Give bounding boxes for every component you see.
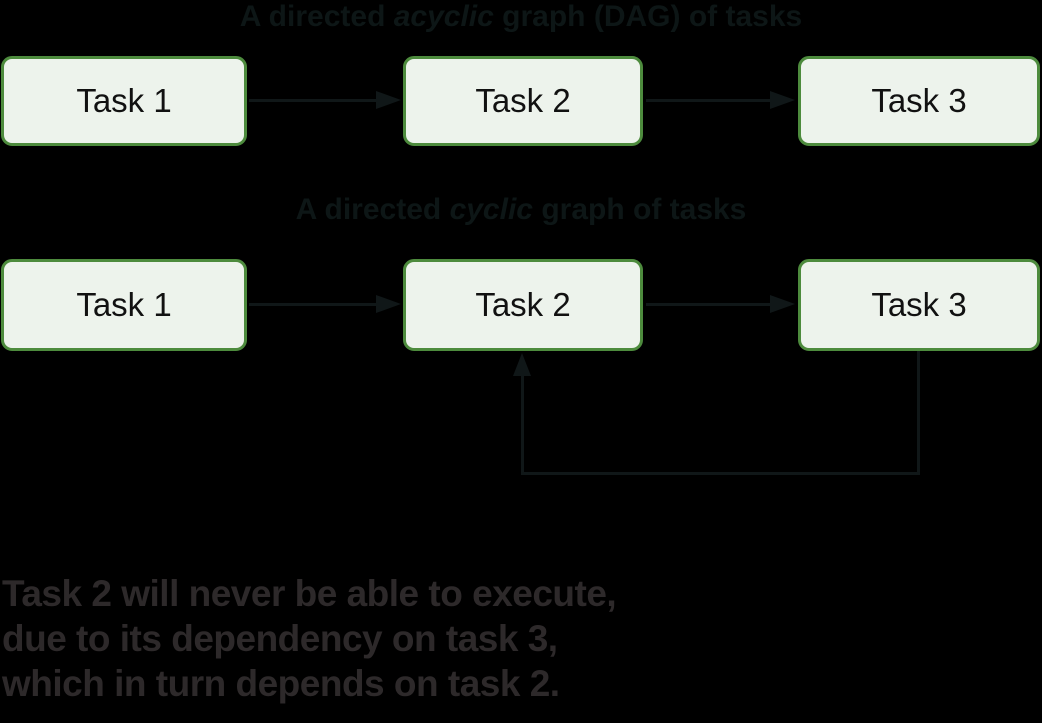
cyclic-task2-node: Task 2 [403, 259, 643, 351]
cyclic-task1-label: Task 1 [76, 286, 172, 323]
cyclic-title-italic-word: cyclic [449, 193, 533, 226]
dag-task2-node: Task 2 [403, 56, 643, 146]
caption-text-block: Task 2 will never be able to execute, du… [2, 571, 617, 706]
cyclic-arrow-task1-task2-line [249, 303, 381, 306]
cyclic-title-suffix: graph of tasks [532, 193, 747, 226]
dag-task1-node: Task 1 [1, 56, 247, 146]
cyclic-feedback-arrow-head-icon [513, 353, 531, 376]
cyclic-feedback-arrow-right-segment [917, 351, 920, 475]
cyclic-task3-label: Task 3 [871, 286, 967, 323]
caption-line-2: due to its dependency on task 3, [2, 618, 558, 659]
dag-arrow-task1-task2-line [249, 99, 381, 102]
cyclic-title-prefix: A directed [295, 193, 450, 226]
dag-section-title: A directed acyclic graph (DAG) of tasks [0, 0, 1042, 34]
dag-title-italic-word: acyclic [393, 0, 494, 33]
caption-line-1: Task 2 will never be able to execute, [2, 573, 617, 614]
cyclic-arrow-task1-task2-head-icon [376, 295, 401, 313]
cyclic-task3-node: Task 3 [798, 259, 1040, 351]
dag-task3-node: Task 3 [798, 56, 1040, 146]
cyclic-task1-node: Task 1 [1, 259, 247, 351]
dag-arrow-task1-task2-head-icon [376, 91, 401, 109]
dag-task1-label: Task 1 [76, 82, 172, 119]
caption-line-3: which in turn depends on task 2. [2, 663, 560, 704]
cyclic-task2-label: Task 2 [475, 286, 571, 323]
dag-title-prefix: A directed [239, 0, 394, 33]
dag-arrow-task2-task3-head-icon [770, 91, 795, 109]
cyclic-arrow-task2-task3-head-icon [770, 295, 795, 313]
cyclic-arrow-task2-task3-line [646, 303, 774, 306]
cyclic-section-title: A directed cyclic graph of tasks [0, 193, 1042, 227]
dag-task3-label: Task 3 [871, 82, 967, 119]
cyclic-feedback-arrow-left-segment [521, 376, 524, 474]
dag-arrow-task2-task3-line [646, 99, 774, 102]
dag-task2-label: Task 2 [475, 82, 571, 119]
cyclic-feedback-arrow-bottom-segment [521, 472, 920, 475]
dag-title-suffix: graph (DAG) of tasks [493, 0, 803, 33]
